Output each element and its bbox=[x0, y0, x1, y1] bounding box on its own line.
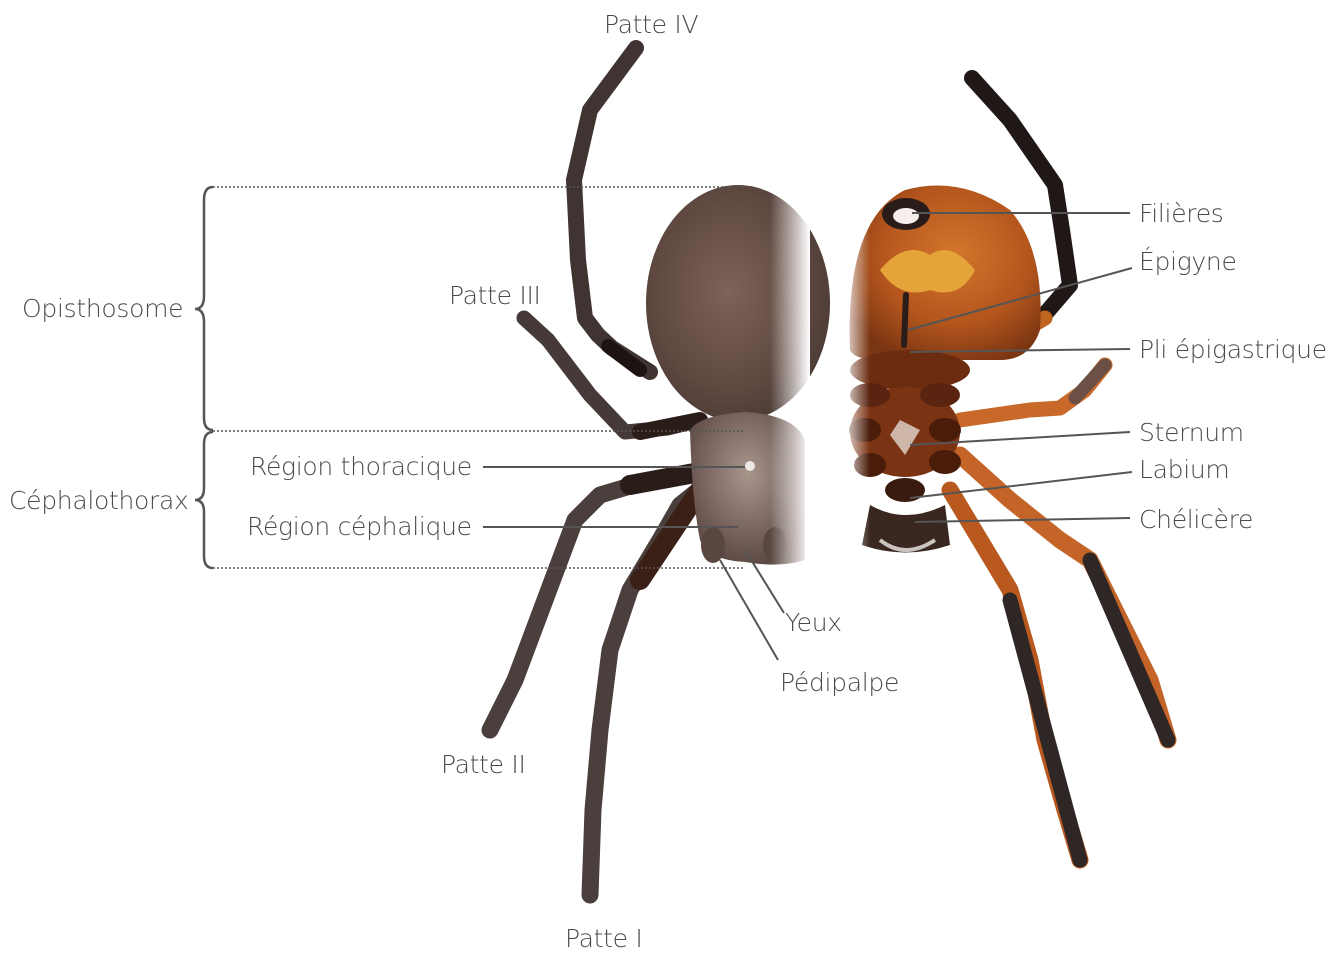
leg-1-dorsal bbox=[590, 485, 705, 895]
cephalothorax-bracket bbox=[195, 432, 213, 568]
leg-2-dorsal-segment-tint bbox=[630, 472, 700, 485]
leg-2-ventral-tip bbox=[1090, 560, 1168, 740]
dorsal-fade bbox=[770, 170, 810, 590]
ventral-fade bbox=[840, 170, 870, 590]
label-labium: Labium bbox=[1139, 457, 1229, 482]
label-thoracic-region: Région thoracique bbox=[250, 454, 472, 479]
label-chelicera: Chélicère bbox=[1139, 507, 1253, 532]
leg-2-ventral bbox=[960, 455, 1168, 740]
label-opisthosoma: Opisthosome bbox=[22, 296, 183, 321]
label-sternum: Sternum bbox=[1139, 420, 1244, 445]
leg-1-dorsal-segment-tint bbox=[640, 490, 700, 580]
leg-1-ventral-tip bbox=[1010, 600, 1080, 860]
leg-4-dorsal-segment-tint bbox=[608, 346, 640, 370]
leg-4-dorsal bbox=[574, 48, 650, 372]
label-leg-3: Patte III bbox=[449, 283, 541, 308]
opisthosoma-bracket bbox=[195, 187, 213, 430]
epigyne-shape bbox=[904, 295, 906, 345]
leader-pedipalp bbox=[720, 560, 778, 660]
label-leg-4: Patte IV bbox=[604, 12, 698, 37]
label-cephalothorax: Céphalothorax bbox=[9, 488, 189, 513]
label-leg-1: Patte I bbox=[565, 926, 642, 951]
label-pedipalp: Pédipalpe bbox=[780, 670, 899, 695]
thoracic-fovea bbox=[745, 461, 755, 471]
label-spinnerets: Filières bbox=[1139, 201, 1224, 226]
label-cephalic-region: Région céphalique bbox=[247, 514, 472, 539]
pedipalp-left-dorsal bbox=[701, 527, 725, 563]
spinnerets-inner bbox=[893, 208, 919, 224]
label-eyes: Yeux bbox=[785, 610, 842, 635]
label-epigyne: Épigyne bbox=[1139, 249, 1237, 274]
label-leg-2: Patte II bbox=[441, 752, 526, 777]
label-epigastric-fold: Pli épigastrique bbox=[1139, 337, 1327, 362]
dorsal-view bbox=[490, 48, 830, 895]
ventral-view bbox=[840, 78, 1168, 860]
